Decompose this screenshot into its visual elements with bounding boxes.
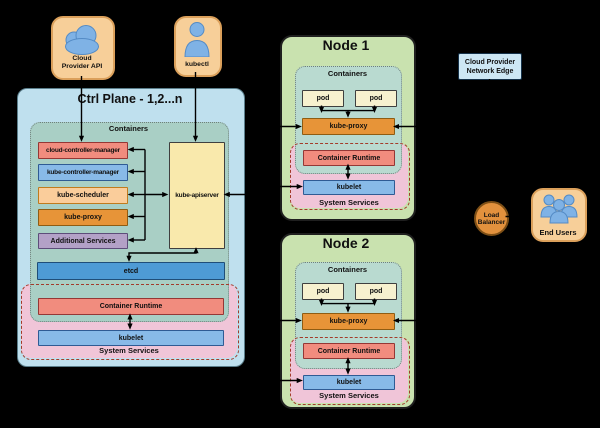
cp-additional-services: Additional Services [38,233,128,249]
users-group-icon [540,194,578,224]
cp-cloud-controller-manager: cloud-controller-manager [38,142,128,159]
node2-kubelet: kubelet [303,375,395,390]
cloud-provider-api-shape: Cloud Provider API [51,16,115,80]
node1-title: Node 1 [322,37,370,53]
load-balancer-line1: Load [483,211,500,219]
cloud-icon [65,25,99,55]
cp-kube-scheduler: kube-scheduler [38,187,128,204]
cp-etcd: etcd [37,262,225,280]
cp-kube-proxy: kube-proxy [38,209,128,226]
node2-pod-2: pod [355,283,397,300]
node2-title: Node 2 [322,235,370,251]
node1-kube-proxy: kube-proxy [302,118,395,135]
node1-system-services-label: System Services [319,198,379,207]
cp-kube-apiserver: kube-apiserver [169,142,225,249]
network-edge-line1: Cloud Provider [464,58,516,66]
end-users-label: End Users [539,228,577,237]
kubectl-label: kubectl [185,61,209,68]
kubectl-shape: kubectl [174,16,222,77]
node1-pod-1: pod [302,90,344,107]
node1-containers-label: Containers [327,69,368,78]
cloud-provider-network-edge: Cloud Provider Network Edge [458,53,522,80]
node2-container-runtime: Container Runtime [303,343,395,359]
cloud-provider-api-label-line1: Cloud [72,55,92,62]
control-plane-title: Ctrl Plane - 1,2...n [77,92,183,106]
node2-system-services-label: System Services [319,391,379,400]
load-balancer-line2: Balancer [477,218,506,226]
cp-system-services-border [21,284,239,360]
user-icon [184,22,210,57]
cp-kube-controller-manager: kube-controller-manager [38,164,128,181]
cp-kubelet: kubelet [38,330,224,346]
cp-container-runtime: Container Runtime [38,298,224,315]
cp-system-services-label: System Services [99,346,159,355]
load-balancer: Load Balancer [474,201,509,236]
cloud-provider-api-label-line2: Provider API [61,63,103,70]
cp-containers-label: Containers [108,124,149,133]
node1-kubelet: kubelet [303,180,395,195]
node1-container-runtime: Container Runtime [303,150,395,166]
node2-kube-proxy: kube-proxy [302,313,395,330]
node1-system-services-border [290,143,410,210]
network-edge-line2: Network Edge [466,67,514,75]
node2-containers-label: Containers [327,265,368,274]
node2-pod-1: pod [302,283,344,300]
node1-pod-2: pod [355,90,397,107]
end-users-shape: End Users [531,188,587,242]
node2-system-services-border [290,337,410,405]
